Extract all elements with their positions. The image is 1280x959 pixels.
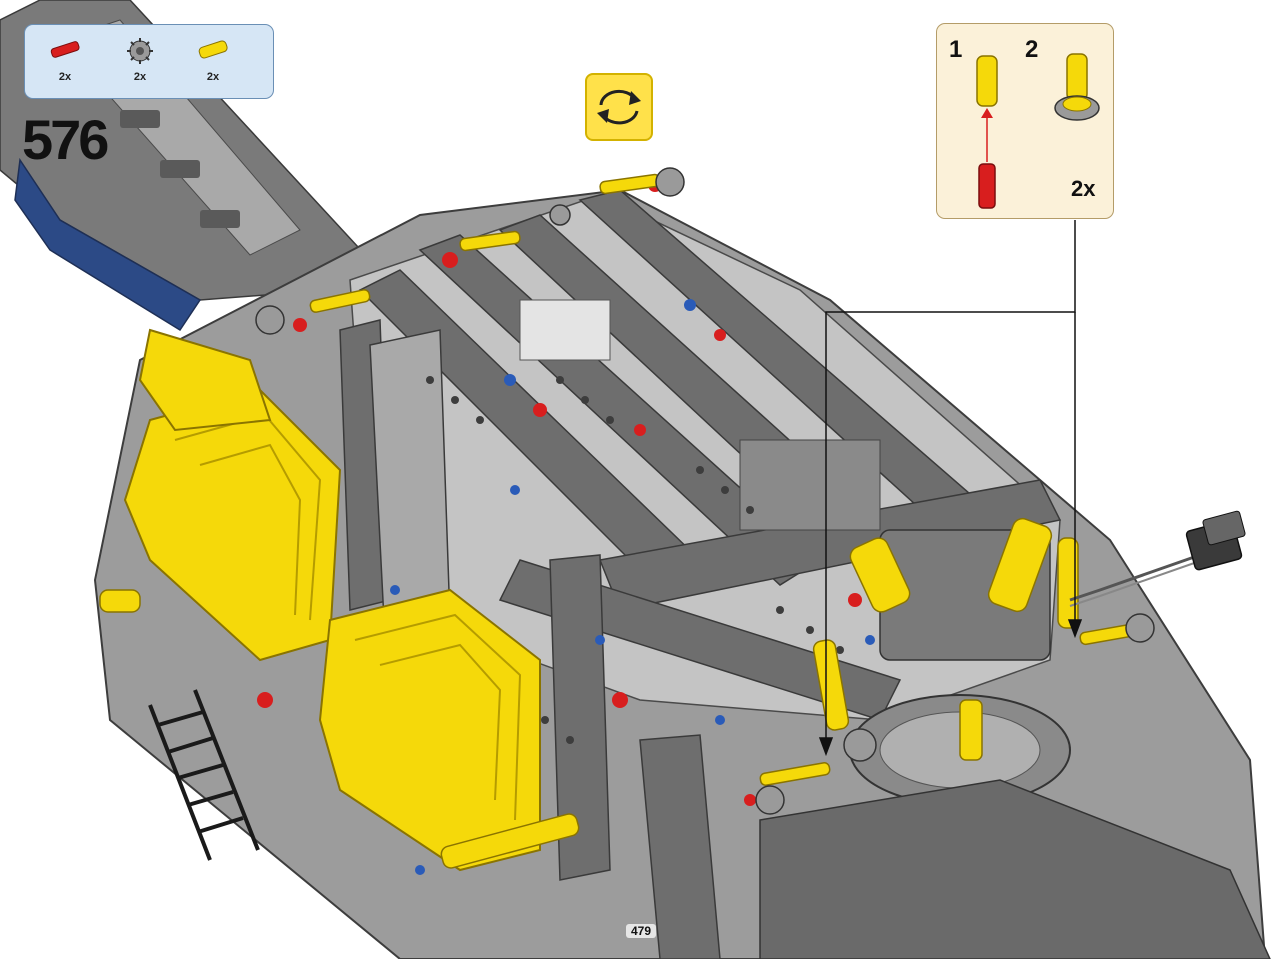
parts-list-callout: 2x 2x 2x — [24, 24, 274, 99]
sub-step-2-label: 2 — [1025, 36, 1039, 63]
gear-icon — [127, 38, 153, 64]
part-quantity: 2x — [133, 71, 147, 83]
yellow-parts — [99, 173, 1141, 869]
parts-list-item: 2x — [183, 37, 243, 95]
part-quantity: 2x — [206, 71, 220, 83]
sub-assembly-quantity: 2x — [1071, 176, 1096, 201]
step-number: 576 — [22, 108, 109, 171]
sub-step-1-diagram — [976, 55, 998, 209]
rotate-model-icon — [585, 73, 653, 141]
red-axle-connector-icon — [50, 41, 80, 58]
yellow-axle-connector-icon — [198, 40, 228, 59]
sub-step-1-label: 1 — [949, 36, 963, 63]
power-cable — [1069, 510, 1246, 607]
gears — [255, 167, 1155, 815]
callout-arrows — [818, 220, 1083, 757]
parts-list-item: 2x — [35, 37, 95, 95]
ladder — [148, 689, 260, 861]
sub-assembly-callout: 1 2 2x — [936, 23, 1114, 219]
sub-step-2-diagram — [1054, 53, 1100, 121]
part-quantity: 2x — [58, 71, 72, 83]
bucket-wheel-buckets — [123, 328, 541, 872]
page-number: 479 — [626, 924, 656, 938]
parts-list-item: 2x — [110, 37, 170, 95]
